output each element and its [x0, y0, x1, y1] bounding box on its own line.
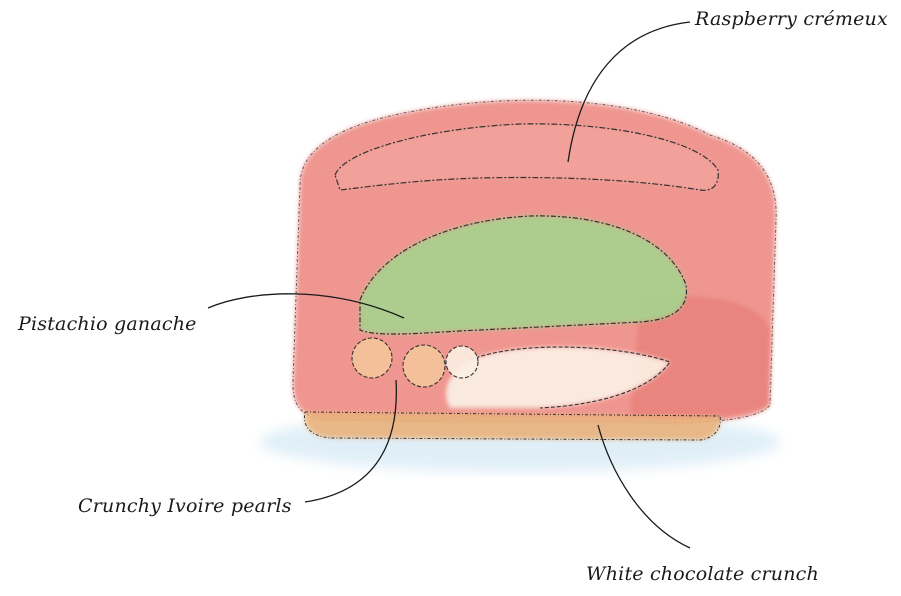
- label-pistachio-ganache: Pistachio ganache: [18, 313, 197, 335]
- white-chocolate-crunch-base: [304, 412, 720, 440]
- label-crunchy-ivoire-pearls: Crunchy Ivoire pearls: [78, 495, 292, 517]
- label-white-chocolate-crunch: White chocolate crunch: [586, 563, 819, 585]
- label-raspberry-cremeux: Raspberry crémeux: [695, 8, 888, 30]
